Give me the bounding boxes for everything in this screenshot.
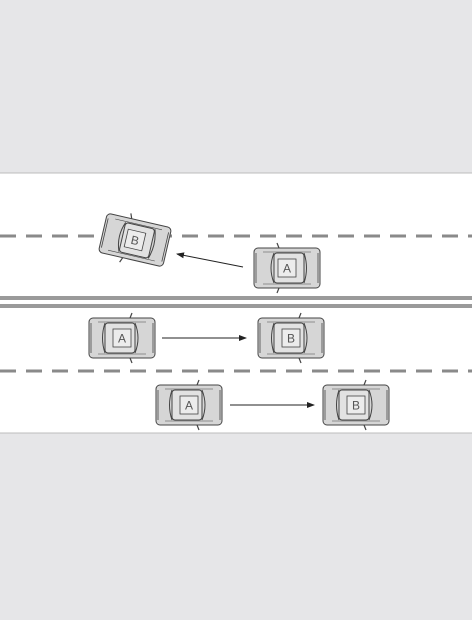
car-label: B	[352, 399, 360, 413]
car-label: B	[287, 332, 295, 346]
car-label: A	[185, 399, 193, 413]
car-a: A	[254, 243, 320, 293]
car-a: A	[88, 312, 156, 364]
car-b: B	[257, 312, 325, 364]
road-surface	[0, 173, 472, 433]
motion-arrow	[176, 252, 244, 268]
car-a: A	[155, 379, 223, 431]
car-b: B	[322, 379, 390, 431]
median-line	[0, 304, 472, 308]
scene-middle: A B	[88, 312, 325, 364]
scene-bottom: A B	[155, 379, 390, 431]
car-label: A	[118, 332, 126, 346]
scene-upper: B A	[97, 208, 320, 293]
car-b: B	[97, 208, 173, 272]
median-line	[0, 296, 472, 300]
car-label: B	[129, 233, 140, 248]
car-label: A	[283, 262, 291, 276]
